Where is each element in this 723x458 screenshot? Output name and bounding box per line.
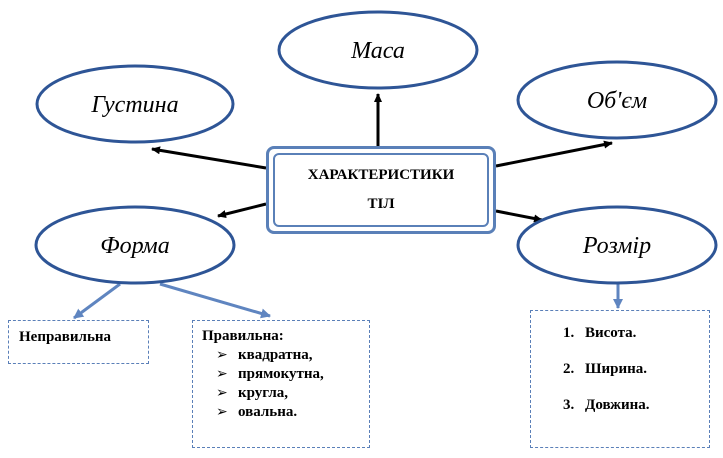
regular-shape-list: ➢ квадратна, ➢ прямокутна, ➢ кругла, ➢ оваль…	[202, 346, 369, 422]
arrow-bullet-icon: ➢	[216, 348, 228, 363]
list-item-label: Ширина.	[585, 361, 647, 377]
center-title-line1: ХАРАКТЕРИСТИКИ	[307, 167, 455, 183]
list-item-label: квадратна,	[238, 347, 313, 363]
node-shape: Форма	[34, 205, 236, 285]
regular-shape-title: Правильна:	[202, 328, 284, 344]
size-dimensions-box: 1. Висота. 2. Ширина. 3. Довжина.	[530, 310, 710, 448]
node-shape-label: Форма	[100, 233, 169, 259]
arrow-bullet-icon: ➢	[216, 367, 228, 382]
list-item: 3. Довжина.	[563, 396, 709, 415]
list-item-number: 1.	[563, 325, 575, 341]
regular-shape-box: Правильна: ➢ квадратна, ➢ прямокутна, ➢ кру…	[192, 320, 370, 448]
node-volume-label: Об'єм	[587, 88, 647, 114]
node-size-label: Розмір	[582, 233, 651, 259]
center-node-inner: ХАРАКТЕРИСТИКИ ТІЛ	[273, 153, 489, 227]
size-dimensions-list: 1. Висота. 2. Ширина. 3. Довжина.	[563, 324, 709, 415]
arrow-to-shape	[217, 202, 267, 218]
list-item-label: кругла,	[238, 385, 289, 401]
list-item-label: Висота.	[585, 325, 637, 341]
node-density-label: Густина	[90, 92, 178, 118]
list-item: ➢ квадратна,	[216, 346, 369, 365]
arrow-to-regular	[159, 282, 271, 319]
list-item-number: 2.	[563, 361, 575, 377]
arrow-to-density	[151, 146, 267, 170]
list-item: ➢ овальна.	[216, 403, 369, 422]
arrow-to-volume	[495, 140, 613, 168]
list-item: 2. Ширина.	[563, 360, 709, 379]
node-mass-label: Маса	[350, 38, 405, 64]
node-size: Розмір	[516, 205, 718, 285]
node-density: Густина	[35, 64, 235, 144]
arrow-to-size	[495, 209, 543, 223]
center-node: ХАРАКТЕРИСТИКИ ТІЛ	[266, 146, 496, 234]
node-volume: Об'єм	[516, 60, 718, 140]
center-title-line2: ТІЛ	[367, 196, 395, 212]
arrow-bullet-icon: ➢	[216, 405, 228, 420]
arrow-to-irregular	[73, 282, 121, 320]
list-item-label: прямокутна,	[238, 366, 324, 382]
list-item: ➢ прямокутна,	[216, 365, 369, 384]
irregular-shape-box: Неправильна	[8, 320, 149, 364]
list-item-number: 3.	[563, 397, 575, 413]
node-mass: Маса	[277, 10, 479, 90]
arrow-bullet-icon: ➢	[216, 386, 228, 401]
list-item: 1. Висота.	[563, 324, 709, 343]
irregular-shape-label: Неправильна	[19, 329, 112, 345]
list-item: ➢ кругла,	[216, 384, 369, 403]
list-item-label: овальна.	[238, 404, 298, 420]
list-item-label: Довжина.	[585, 397, 650, 413]
